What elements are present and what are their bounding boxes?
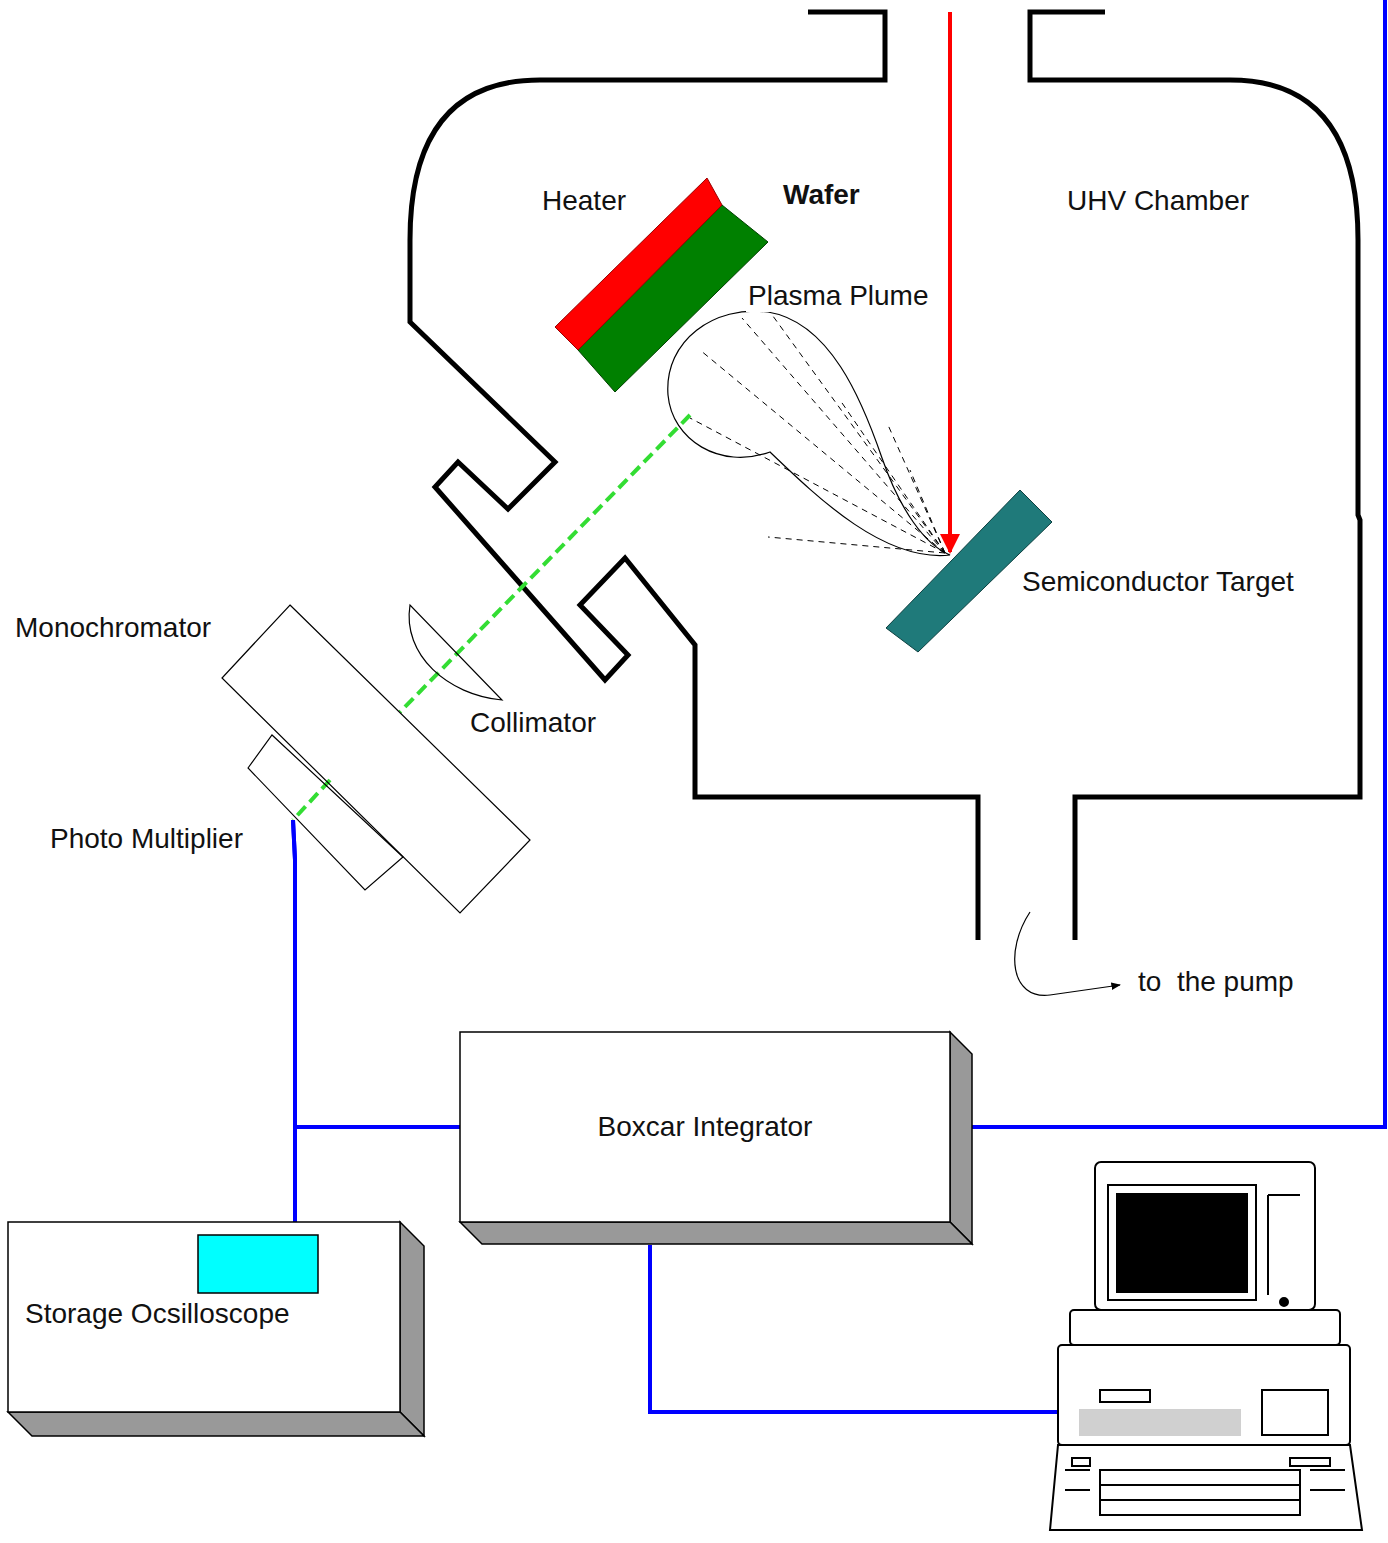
optical-path [400, 415, 690, 712]
node-label: Storage Ocsilloscope [25, 1298, 290, 1330]
node-shape [248, 735, 403, 890]
node-label: Photo Multiplier [50, 823, 243, 855]
box-bottom [460, 1222, 972, 1244]
part-label: Semiconductor Target [1020, 566, 1296, 598]
node-label: Monochromator [15, 612, 211, 644]
optical-path [293, 780, 330, 820]
plume-rays [690, 312, 945, 553]
chamber-wall [410, 12, 978, 940]
pump-arrow [1015, 912, 1120, 995]
instrument-box: Storage Ocsilloscope [8, 1222, 400, 1412]
node-outline [45, 725, 410, 895]
instrument-box: Boxcar Integrator [460, 1032, 950, 1222]
node-label: Boxcar Integrator [598, 1111, 813, 1143]
laser-beam [948, 12, 952, 552]
part-label: UHV Chamber [1065, 185, 1251, 217]
box-face [460, 1032, 950, 1222]
photomultiplier-box: Photo Multiplier [45, 725, 410, 895]
part-label: Heater [540, 185, 628, 217]
signal-wire [293, 820, 460, 1127]
node-outline [10, 600, 535, 918]
part-label: Collimator [468, 707, 598, 739]
box-face [8, 1222, 400, 1412]
signal-wire [293, 820, 295, 1222]
box-side [950, 1032, 972, 1244]
box-side [400, 1222, 424, 1436]
data-wire [650, 1245, 1057, 1412]
note-label: to the pump [1136, 966, 1296, 998]
monochromator-box: Monochromator [10, 600, 535, 918]
computer [1050, 1162, 1362, 1530]
collimator-lens [409, 605, 502, 700]
plasma-plume [668, 311, 950, 555]
scope-screen [198, 1235, 318, 1293]
part-label: Plasma Plume [746, 280, 931, 312]
node-shape [222, 605, 530, 913]
box-bottom [8, 1412, 424, 1436]
chamber-wall [1030, 12, 1360, 940]
part-label: Wafer [781, 179, 862, 211]
trigger-wire [932, 0, 1385, 1127]
